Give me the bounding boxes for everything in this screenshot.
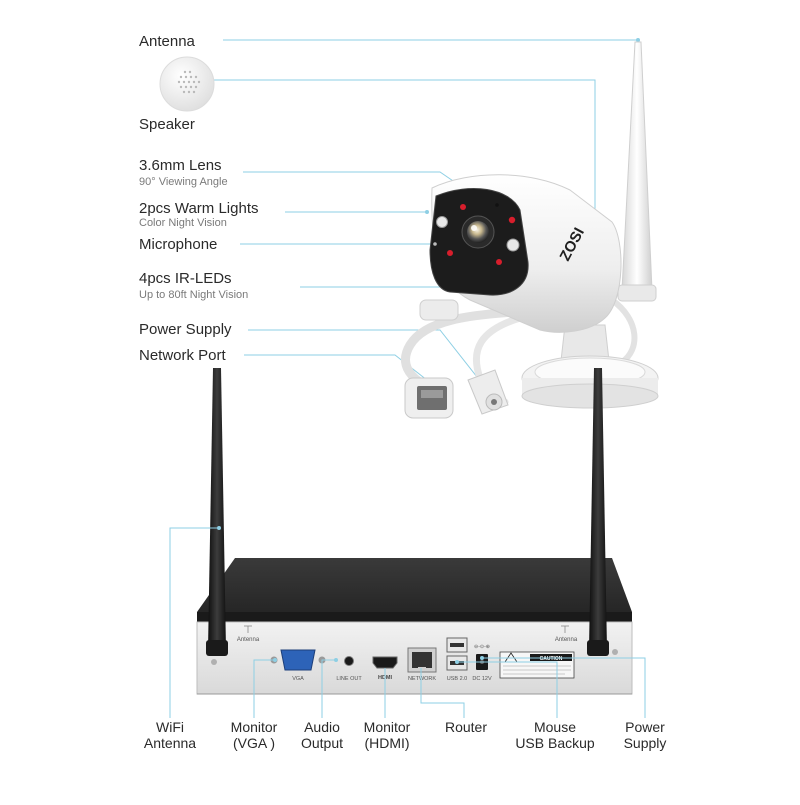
nvr-recorder: Antenna Antenna VGA LINE OUT HDMI NETWOR… bbox=[196, 558, 633, 695]
callout-lens-sub: 90° Viewing Angle bbox=[139, 176, 228, 188]
camera-mount-icon bbox=[521, 324, 659, 409]
callout-speaker: Speaker bbox=[139, 116, 195, 133]
line-out-port-icon bbox=[344, 656, 354, 666]
caution-sticker bbox=[499, 651, 575, 679]
callout-antenna: Antenna bbox=[139, 33, 195, 50]
callout-wifi-antenna: WiFi Antenna bbox=[143, 719, 197, 751]
callout-power-supply-nvr: Power Supply bbox=[623, 719, 667, 751]
callout-lens: 3.6mm Lens bbox=[139, 157, 222, 174]
callout-warm-lights: 2pcs Warm Lights bbox=[139, 200, 259, 217]
leader-audio-output bbox=[321, 659, 336, 718]
camera-antenna-icon bbox=[617, 41, 657, 302]
line-out-label: LINE OUT bbox=[336, 676, 362, 682]
caution-text: CAUTION bbox=[540, 656, 563, 662]
leader-router bbox=[420, 668, 465, 718]
callout-mouse-usb-backup: Mouse USB Backup bbox=[515, 719, 595, 751]
power-connector-icon bbox=[467, 369, 509, 415]
leader-monitor-vga bbox=[253, 659, 275, 718]
microphone-hole bbox=[433, 242, 437, 246]
callout-microphone: Microphone bbox=[139, 236, 218, 253]
speaker-icon bbox=[159, 56, 215, 112]
callout-audio-output: Audio Output bbox=[300, 719, 344, 751]
leader-speaker bbox=[214, 79, 596, 240]
ir-led bbox=[460, 204, 466, 210]
callout-power-supply: Power Supply bbox=[139, 321, 232, 338]
nvr-leader-lines bbox=[169, 526, 646, 718]
nvr-antenna-left-label: Antenna bbox=[237, 637, 260, 643]
callout-monitor-vga: Monitor (VGA ) bbox=[230, 719, 278, 751]
nvr-antenna-right-label: Antenna bbox=[555, 637, 578, 643]
usb-label: USB 2.0 bbox=[447, 676, 467, 682]
dc-label: DC 12V bbox=[472, 676, 492, 682]
nvr-wifi-antenna-right-icon bbox=[587, 368, 609, 656]
callout-ir-leds-sub: Up to 80ft Night Vision bbox=[139, 289, 249, 301]
callout-warm-lights-sub: Color Night Vision bbox=[139, 217, 227, 229]
callout-monitor-hdmi: Monitor (HDMI) bbox=[363, 719, 411, 751]
warm-light-right bbox=[506, 238, 520, 252]
leader-network-port bbox=[244, 354, 433, 385]
svg-text:⊖-⊙-⊕: ⊖-⊙-⊕ bbox=[474, 644, 490, 650]
callout-router: Router bbox=[444, 719, 488, 735]
ir-led bbox=[508, 216, 516, 224]
hdmi-port-icon bbox=[372, 656, 398, 669]
leader-power-supply bbox=[248, 329, 493, 397]
microphone-hole bbox=[495, 203, 499, 207]
nvr-antenna-socket-right bbox=[561, 625, 569, 633]
ir-led bbox=[447, 250, 453, 256]
leader-wifi-antenna bbox=[169, 527, 219, 718]
bullet-camera: ZOSI bbox=[429, 174, 622, 333]
nvr-wifi-antenna-left-icon bbox=[206, 368, 228, 656]
ethernet-port-icon bbox=[407, 647, 437, 673]
callout-network-port: Network Port bbox=[139, 347, 226, 364]
network-label: NETWORK bbox=[408, 676, 436, 682]
vga-label: VGA bbox=[292, 676, 304, 682]
network-port-icon bbox=[404, 377, 454, 419]
callout-ir-leds: 4pcs IR-LEDs bbox=[139, 270, 232, 287]
nvr-antenna-socket-left bbox=[244, 625, 252, 633]
leader-mouse-usb bbox=[457, 661, 558, 718]
ir-led bbox=[496, 259, 502, 265]
warm-light-left bbox=[436, 216, 448, 228]
leader-power-supply-nvr bbox=[482, 657, 646, 718]
